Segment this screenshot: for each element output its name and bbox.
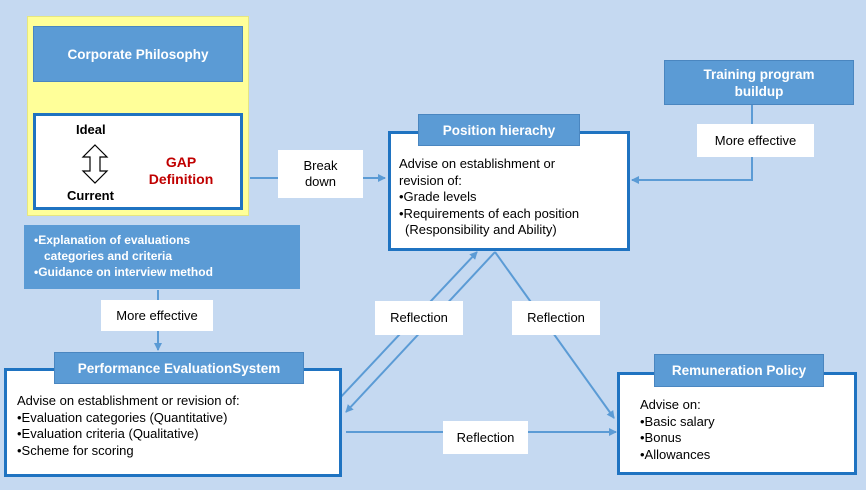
break-down-line2: down — [304, 174, 337, 189]
performance-evaluation-title: Performance EvaluationSystem — [54, 352, 304, 384]
explanation-item: •Explanation of evaluations — [34, 233, 191, 247]
more-effective-right-label: More effective — [697, 124, 814, 157]
more-effective-left-label: More effective — [101, 300, 213, 331]
performance-evaluation-box: Advise on establishment or revision of: … — [4, 368, 342, 477]
position-item: •Requirements of each position — [399, 205, 580, 221]
break-down-line1: Break — [303, 158, 338, 173]
training-line1: Training program — [703, 66, 815, 82]
performance-item: •Evaluation criteria (Qualitative) — [17, 426, 199, 441]
double-arrow-icon — [81, 144, 109, 184]
position-intro-2: revision of: — [399, 172, 462, 188]
reflection-left-label: Reflection — [375, 301, 463, 335]
gap-definition-box: Ideal Current GAP Definition — [33, 113, 243, 210]
remuneration-item: •Bonus — [640, 430, 682, 445]
performance-intro: Advise on establishment or revision of: — [17, 393, 240, 408]
current-label: Current — [67, 188, 114, 203]
gap-label: GAP — [165, 154, 197, 170]
explanation-panel: •Explanation of evaluations categories a… — [24, 225, 300, 289]
remuneration-policy-box: Advise on: •Basic salary •Bonus •Allowan… — [617, 372, 857, 475]
position-item: •Grade levels — [399, 189, 477, 204]
gap-definition-label: GAP Definition — [136, 154, 226, 188]
position-item-list: •Grade levels •Requirements of each posi… — [399, 189, 579, 239]
explanation-item: •Guidance on interview method — [34, 265, 213, 279]
reflection-right-label: Reflection — [512, 301, 600, 335]
reflection-bottom-label: Reflection — [443, 421, 528, 454]
break-down-label: Break down — [278, 150, 363, 198]
remuneration-item: •Allowances — [640, 446, 711, 462]
performance-item: •Scheme for scoring — [17, 442, 134, 458]
remuneration-policy-title: Remuneration Policy — [654, 354, 824, 387]
training-line2: buildup — [734, 83, 784, 99]
remuneration-body: Advise on: •Basic salary •Bonus •Allowan… — [640, 397, 715, 463]
position-body: Advise on establishment or revision of: … — [399, 156, 579, 239]
position-intro-1: Advise on establishment or — [399, 156, 556, 171]
performance-item: •Evaluation categories (Quantitative) — [17, 409, 228, 425]
explanation-item: categories and criteria — [44, 249, 173, 263]
position-hierarchy-title: Position hierachy — [418, 114, 580, 146]
remuneration-intro: Advise on: — [640, 397, 701, 412]
ideal-label: Ideal — [76, 122, 106, 137]
remuneration-item: •Basic salary — [640, 413, 715, 429]
performance-body: Advise on establishment or revision of: … — [17, 393, 240, 459]
position-hierarchy-box: Advise on establishment or revision of: … — [388, 131, 630, 251]
corporate-philosophy-box: Corporate Philosophy — [33, 26, 243, 82]
arrow-position-to-remuneration — [494, 251, 615, 419]
definition-label: Definition — [148, 171, 214, 187]
remuneration-item-list: •Basic salary •Bonus •Allowances — [640, 414, 715, 464]
position-item: (Responsibility and Ability) — [405, 222, 557, 237]
performance-item-list: •Evaluation categories (Quantitative) •E… — [17, 410, 240, 460]
training-program-box: Training program buildup — [664, 60, 854, 105]
